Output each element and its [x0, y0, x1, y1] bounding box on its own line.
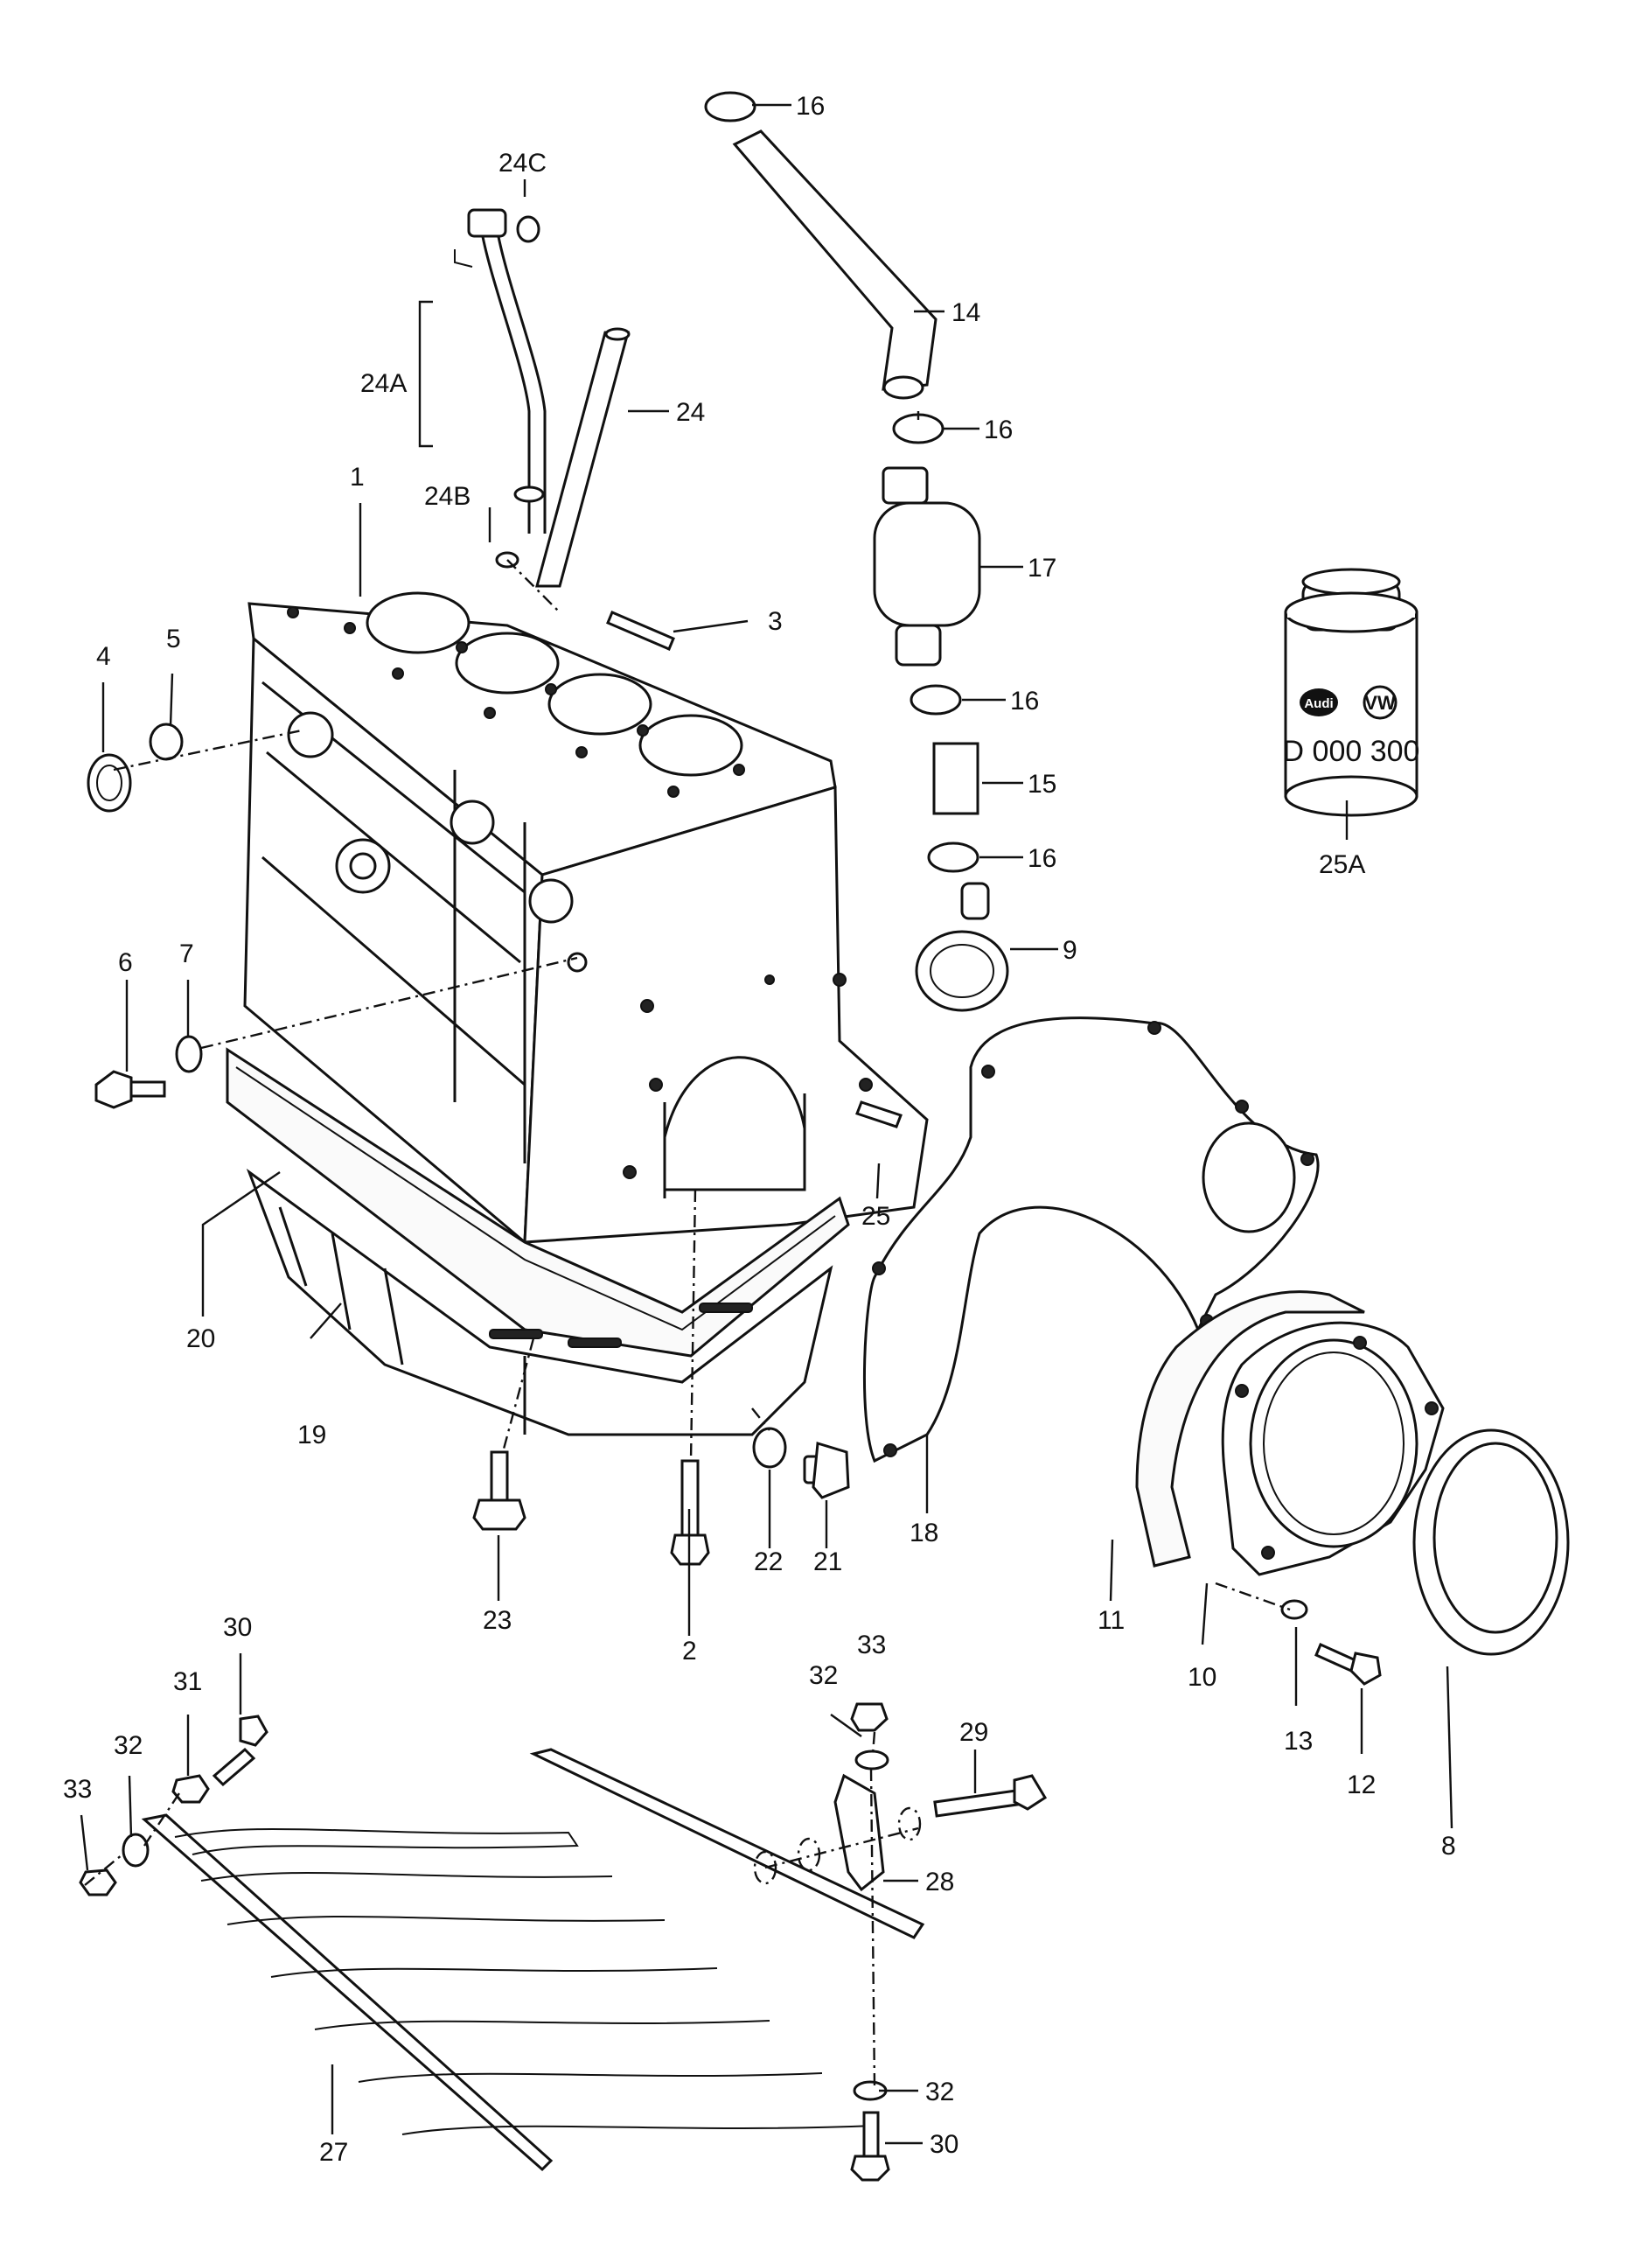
label-16d: 16	[1028, 844, 1056, 873]
nut-33-left[interactable]	[79, 1868, 117, 1896]
label-5: 5	[166, 625, 181, 653]
label-25a: 25A	[1319, 850, 1365, 879]
bolt-6[interactable]	[94, 1070, 166, 1109]
label-31: 31	[173, 1667, 202, 1696]
label-9: 9	[1063, 936, 1077, 965]
breather-connector[interactable]	[915, 882, 1009, 1012]
bolt-12[interactable]	[1314, 1642, 1382, 1686]
dipstick-bracket	[454, 249, 473, 268]
label-7: 7	[179, 939, 194, 968]
crankshaft-oil-seal[interactable]	[1412, 1428, 1570, 1656]
vw-logo-text: VW	[1364, 692, 1396, 714]
oil-pan-bolt-23[interactable]	[472, 1450, 526, 1531]
seal-flange-gasket[interactable]	[1135, 1290, 1365, 1568]
bolt-30-top[interactable]	[212, 1715, 268, 1787]
alignment-lines	[84, 411, 1291, 2087]
washer-32-left[interactable]	[122, 1833, 150, 1868]
nut-33-right[interactable]	[850, 1702, 889, 1732]
label-22: 22	[754, 1547, 783, 1576]
intermediate-plate[interactable]	[862, 1016, 1320, 1463]
label-16c: 16	[1010, 687, 1039, 716]
sealant-part-number: D 000 300	[1283, 735, 1420, 768]
dipstick-seal-ring[interactable]	[516, 215, 540, 243]
label-24: 24	[676, 398, 705, 427]
bracket-24a	[418, 300, 433, 448]
label-12: 12	[1347, 1771, 1376, 1799]
label-11: 11	[1098, 1606, 1125, 1635]
label-17: 17	[1028, 554, 1056, 583]
breather-pipe[interactable]	[932, 742, 979, 815]
label-1: 1	[350, 463, 365, 492]
label-30a: 30	[223, 1613, 252, 1642]
label-30b: 30	[930, 2130, 958, 2159]
label-32c: 32	[925, 2078, 954, 2106]
oil-drain-plug[interactable]	[803, 1442, 850, 1499]
label-10: 10	[1188, 1663, 1216, 1692]
nut-31[interactable]	[171, 1774, 210, 1804]
washer-32-right[interactable]	[854, 1750, 889, 1771]
drain-plug-washer[interactable]	[752, 1427, 787, 1469]
label-3: 3	[768, 607, 783, 636]
sealing-plug-large[interactable]	[87, 753, 132, 813]
bracket-28[interactable]	[833, 1773, 885, 1892]
label-16b: 16	[984, 416, 1013, 444]
label-6: 6	[118, 948, 133, 977]
oil-pan-gasket[interactable]	[226, 1047, 850, 1358]
label-2: 2	[682, 1637, 697, 1666]
label-28: 28	[925, 1868, 954, 1896]
bolt-29[interactable]	[933, 1774, 1048, 1818]
label-29: 29	[959, 1718, 988, 1747]
washer-7[interactable]	[175, 1035, 203, 1073]
label-21: 21	[813, 1547, 842, 1576]
label-32a: 32	[114, 1731, 143, 1760]
label-19: 19	[297, 1421, 326, 1449]
label-20: 20	[186, 1324, 215, 1353]
leader-lines	[80, 103, 1453, 2145]
label-16a: 16	[796, 92, 825, 121]
sealant-can[interactable]: Audi VW D 000 300	[1283, 568, 1420, 817]
sealing-plug-small[interactable]	[149, 723, 184, 761]
label-4: 4	[96, 642, 111, 671]
label-14: 14	[951, 298, 980, 327]
breather-filter[interactable]	[873, 466, 981, 667]
stud[interactable]	[606, 611, 675, 651]
label-27: 27	[319, 2138, 348, 2167]
dipstick[interactable]	[535, 327, 631, 588]
dowel-pin[interactable]	[855, 1100, 903, 1128]
dipstick-tube[interactable]	[467, 208, 547, 569]
oil-pan[interactable]	[246, 1168, 833, 1436]
label-23: 23	[483, 1606, 512, 1635]
label-33a: 33	[63, 1775, 92, 1804]
breather-hose[interactable]	[732, 129, 938, 400]
bolt-2[interactable]	[670, 1459, 710, 1566]
audi-logo-text: Audi	[1304, 696, 1333, 711]
label-15: 15	[1028, 770, 1056, 799]
label-13: 13	[1284, 1727, 1313, 1756]
label-32b: 32	[809, 1661, 838, 1690]
label-8: 8	[1441, 1832, 1456, 1861]
cylinder-block[interactable]	[243, 591, 929, 1246]
label-33b: 33	[857, 1631, 886, 1659]
crankshaft-seal-flange[interactable]	[1221, 1321, 1445, 1576]
label-24b: 24B	[424, 482, 471, 511]
label-24a: 24A	[360, 369, 407, 398]
label-18: 18	[910, 1519, 938, 1547]
label-25: 25	[861, 1202, 890, 1231]
skid-plate-bracket[interactable]	[141, 1748, 925, 2172]
label-24c: 24C	[498, 149, 547, 178]
bolt-30-bottom[interactable]	[850, 2111, 890, 2182]
callout-labels: 1 2 3 4 5 6 7 8 9 10 11 12 13 14 15 16 1…	[63, 92, 1456, 2167]
washer-13[interactable]	[1280, 1599, 1308, 1620]
